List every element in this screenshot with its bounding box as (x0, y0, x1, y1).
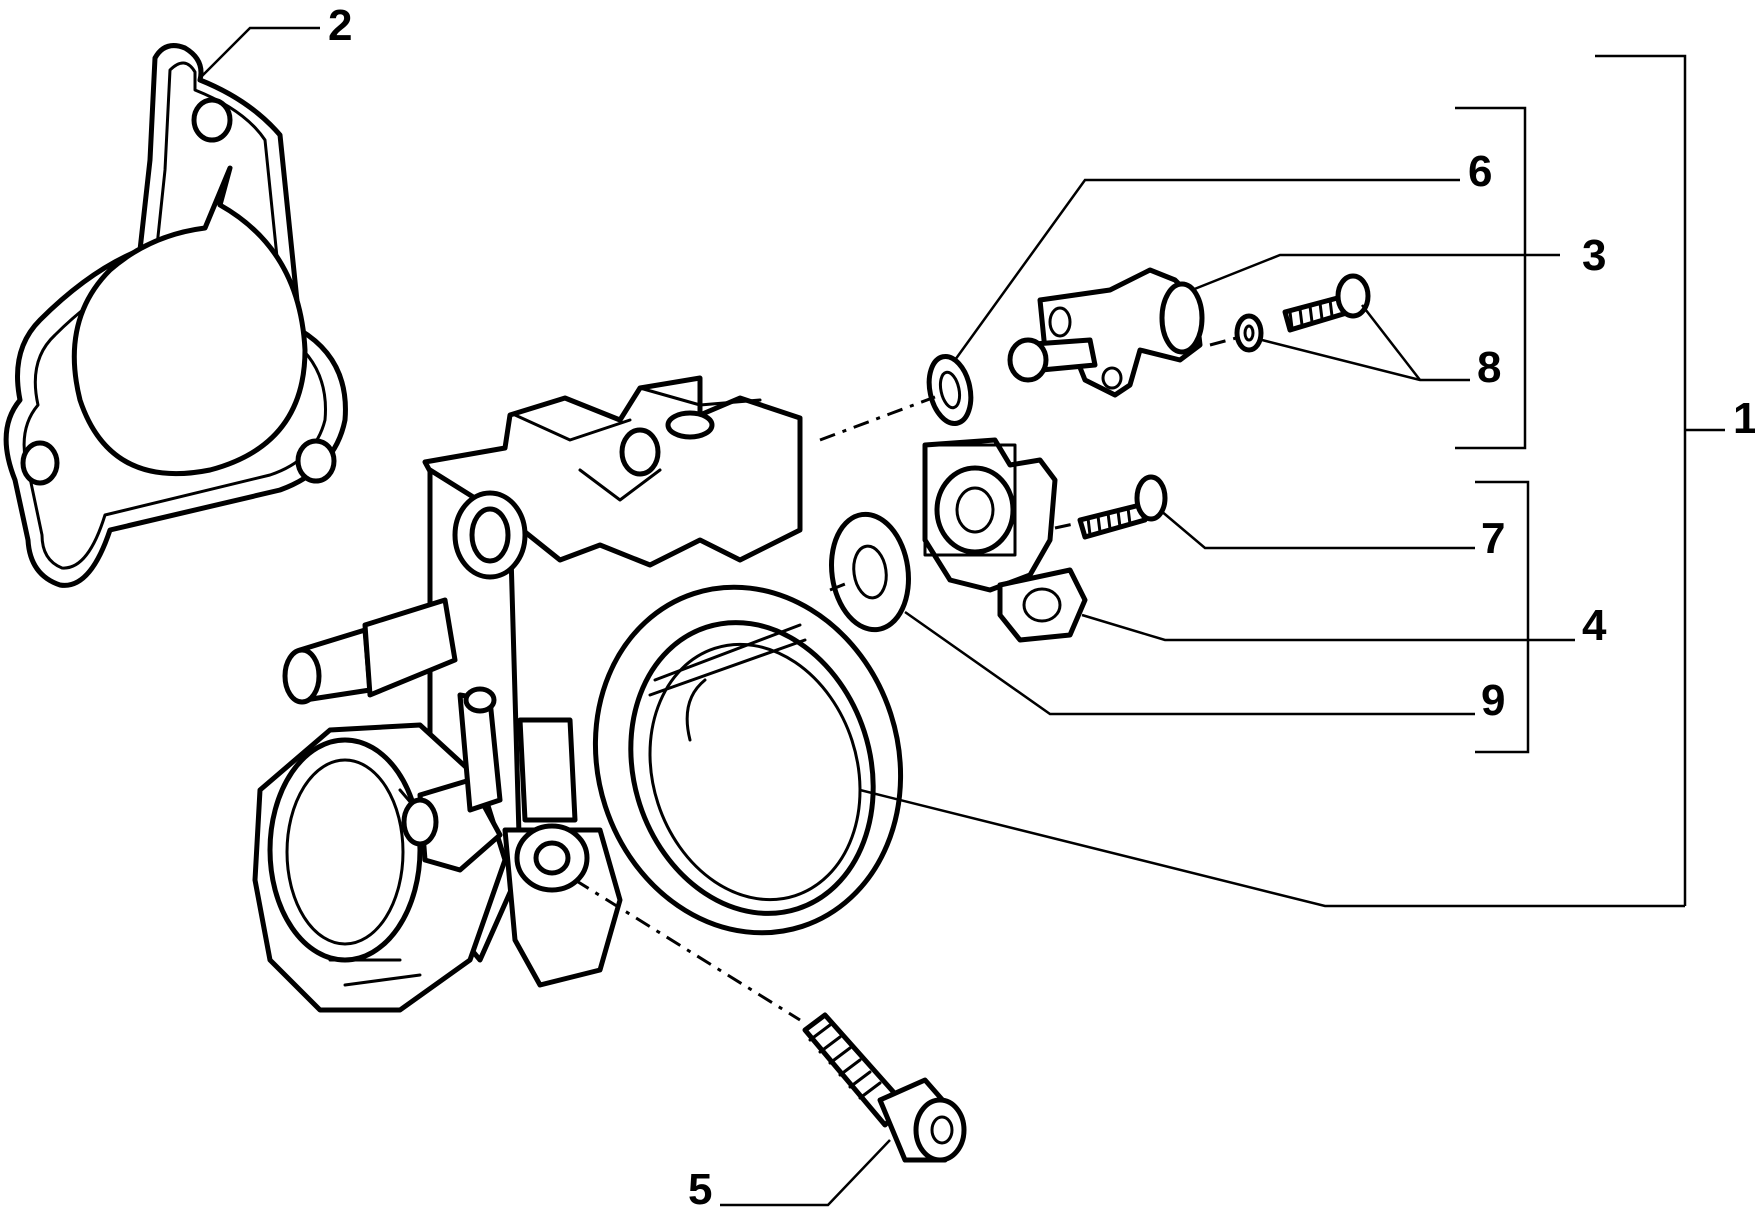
axis-bolt (574, 878, 801, 1022)
sensor-screw-part (1077, 474, 1168, 540)
axis-actuator-screw (1209, 335, 1241, 347)
sensor-rotor-outer (934, 465, 1016, 555)
sensor-connector-socket (1022, 587, 1062, 623)
callout-2: 2 (328, 1, 352, 50)
leader-3 (1191, 253, 1560, 292)
body-side-boss-hole (469, 506, 511, 564)
lower-bore-outer (267, 737, 423, 963)
callout-7: 7 (1481, 514, 1505, 563)
callout-1: 1 (1733, 394, 1755, 443)
washer-hole (1243, 324, 1255, 342)
sensor-screw-head (1134, 474, 1168, 522)
bolt-head-socket (930, 1115, 954, 1145)
leader-1 (859, 788, 1685, 908)
seal-ring-outer (926, 353, 974, 427)
gasket-hole-right (295, 438, 337, 484)
axis-sensor (829, 580, 851, 592)
sensor-flange (923, 443, 1017, 557)
leader-5 (720, 1139, 891, 1207)
side-nozzle-end (282, 647, 322, 705)
gasket-hole-top (191, 97, 233, 143)
seal-ring-inner (938, 370, 962, 410)
throttle-plate (648, 623, 807, 742)
link-top-pin (463, 686, 497, 714)
leader-8a (1261, 338, 1470, 382)
actuator-end-cap (1159, 281, 1205, 355)
assembly-axis-lines (574, 335, 1241, 1022)
leader-8b (1361, 304, 1421, 381)
throttle-lever-pin (401, 797, 439, 847)
idle-actuator-part (1007, 267, 1205, 398)
washer-screw-set-part (1234, 273, 1371, 353)
gasket-part (3, 43, 348, 588)
callout-8: 8 (1477, 343, 1501, 392)
upper-screw-thread (1288, 298, 1334, 330)
bracket-upper-group (1455, 106, 1527, 450)
callout-3: 3 (1582, 231, 1606, 280)
axis-sensor-screw (1054, 521, 1079, 530)
position-sensor-part (922, 437, 1088, 643)
upper-block-hole (619, 427, 661, 477)
callout-5: 5 (688, 1165, 712, 1207)
sensor-seal-inner (852, 544, 888, 600)
actuator-plunger-tip (1007, 337, 1049, 383)
actuator-mount-hole (1048, 306, 1072, 338)
washer (1234, 313, 1264, 353)
seal-ring-part (926, 353, 974, 427)
callout-labels: 2 6 3 8 1 7 4 9 5 (328, 1, 1755, 1207)
upper-block-slot (665, 410, 715, 440)
gasket-hole-left (20, 440, 60, 486)
callout-9: 9 (1481, 676, 1505, 725)
body-middle-block (517, 717, 578, 823)
gasket-bore (71, 165, 308, 477)
callout-6: 6 (1468, 147, 1492, 196)
sensor-rotor-inner (955, 486, 995, 534)
leader-2 (199, 26, 320, 79)
sensor-connector (997, 567, 1088, 643)
side-nozzle-neck (362, 597, 458, 698)
bracket-lower-group (1475, 480, 1530, 754)
leader-7 (1159, 509, 1475, 550)
gasket-inner-outline (22, 61, 327, 570)
leader-4 (1081, 613, 1575, 642)
bracket-assembly (1595, 54, 1687, 906)
sensor-seal-part (829, 511, 911, 633)
leader-lines (199, 26, 1725, 1207)
callout-4: 4 (1582, 601, 1607, 650)
lower-screw-hole (533, 840, 571, 876)
upper-block-detail (513, 386, 762, 502)
throttle-bore-ring (648, 642, 862, 902)
mounting-bolt-part (802, 1012, 967, 1163)
throttle-body-part (252, 375, 904, 1013)
sensor-screw-thread (1086, 506, 1132, 537)
actuator-lower-hole (1101, 366, 1123, 390)
bolt-head-face (913, 1097, 967, 1163)
axis-actuator (819, 395, 936, 442)
sensor-seal-outer (829, 511, 911, 633)
upper-screw-head (1335, 273, 1371, 319)
leader-9 (904, 610, 1475, 716)
lower-bore-inner (285, 758, 405, 946)
leader-6 (953, 178, 1460, 361)
bolt-thread (808, 1023, 882, 1100)
